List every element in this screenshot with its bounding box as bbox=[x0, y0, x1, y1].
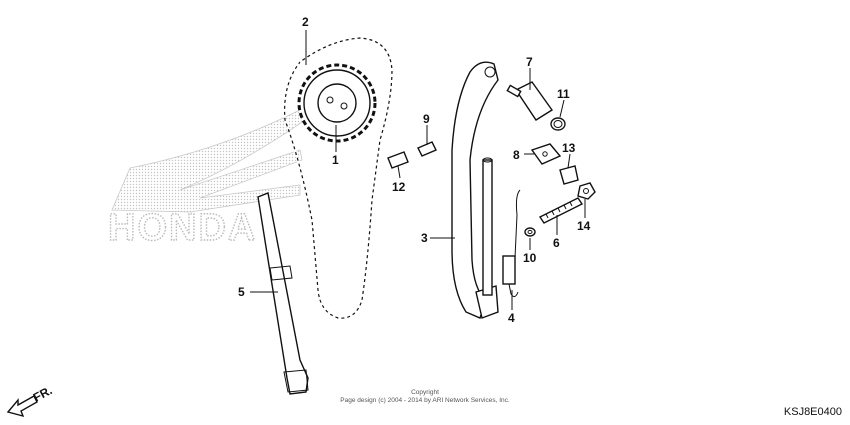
honda-logo-text: HONDA bbox=[108, 207, 257, 249]
callout-13: 13 bbox=[562, 141, 576, 155]
cam-chain-guide bbox=[257, 192, 309, 395]
callout-1: 1 bbox=[332, 153, 339, 167]
sealing-bolt bbox=[559, 165, 579, 185]
cam-sprocket bbox=[297, 63, 377, 143]
leader-lines bbox=[250, 30, 586, 310]
flange-bolt-12 bbox=[387, 151, 409, 169]
diagram-code: KSJ8E0400 bbox=[784, 406, 842, 418]
copyright-line: Page design (c) 2004 - 2014 by ARI Netwo… bbox=[340, 397, 510, 404]
callout-3: 3 bbox=[421, 231, 428, 245]
callout-11: 11 bbox=[557, 87, 570, 101]
tensioner-spring bbox=[502, 189, 521, 298]
callout-7: 7 bbox=[526, 55, 533, 69]
callout-labels: 1 2 3 4 5 6 7 8 9 10 11 12 13 14 bbox=[238, 15, 591, 325]
tensioner-push-rod bbox=[482, 157, 493, 296]
callout-4: 4 bbox=[508, 311, 515, 325]
front-direction-indicator: FR. bbox=[6, 383, 54, 418]
honda-wing-watermark: HONDA bbox=[107, 109, 306, 250]
callout-6: 6 bbox=[553, 236, 560, 250]
lock-nut bbox=[577, 182, 596, 200]
adjusting-bolt bbox=[538, 197, 584, 224]
callout-8: 8 bbox=[513, 148, 520, 162]
tensioner-lifter bbox=[506, 81, 554, 121]
sealing-washer bbox=[524, 227, 536, 237]
tensioner-plate bbox=[530, 143, 562, 165]
callout-5: 5 bbox=[238, 285, 245, 299]
o-ring bbox=[550, 117, 566, 131]
callout-14: 14 bbox=[577, 219, 591, 233]
cam-chain bbox=[283, 36, 394, 320]
callout-9: 9 bbox=[423, 112, 430, 126]
callout-12: 12 bbox=[392, 180, 406, 194]
copyright-title: Copyright bbox=[411, 389, 439, 396]
callout-10: 10 bbox=[523, 251, 537, 265]
front-arrow-icon bbox=[6, 395, 38, 418]
callout-2: 2 bbox=[302, 15, 309, 29]
